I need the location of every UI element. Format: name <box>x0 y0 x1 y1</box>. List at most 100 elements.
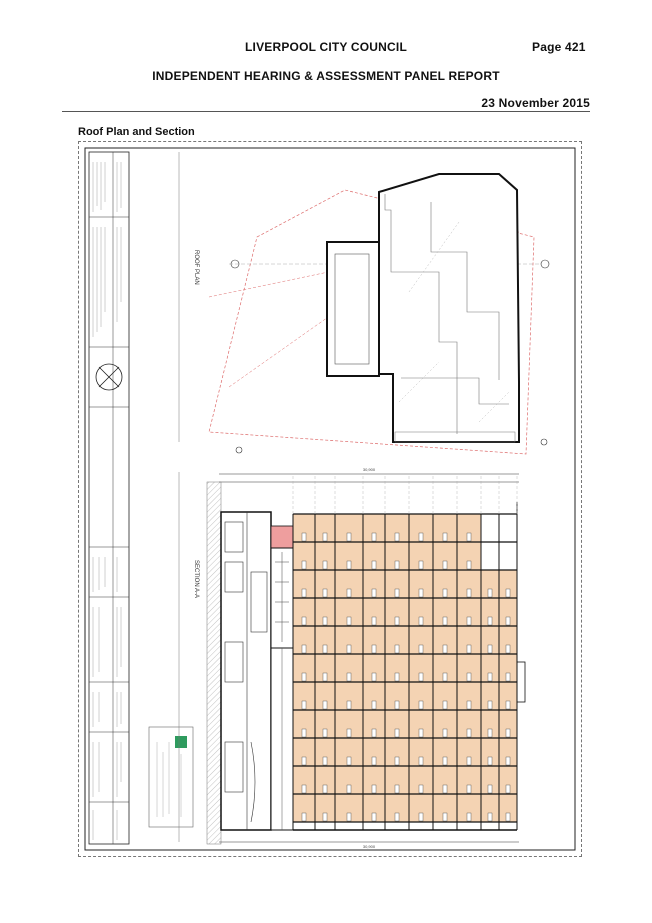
door <box>322 560 328 570</box>
door <box>487 812 493 822</box>
door <box>346 616 352 626</box>
door <box>301 644 307 654</box>
roof-block-main <box>378 173 520 443</box>
door <box>394 756 400 766</box>
door <box>505 700 511 710</box>
door <box>301 532 307 542</box>
door <box>442 784 448 794</box>
door <box>322 672 328 682</box>
door <box>505 756 511 766</box>
door <box>301 756 307 766</box>
door <box>418 532 424 542</box>
door <box>418 644 424 654</box>
door <box>301 728 307 738</box>
door <box>487 784 493 794</box>
door <box>322 588 328 598</box>
door <box>346 784 352 794</box>
door <box>371 812 377 822</box>
door <box>418 700 424 710</box>
basement-core <box>220 511 272 831</box>
figure-caption: Roof Plan and Section <box>78 126 195 138</box>
door <box>371 616 377 626</box>
door <box>394 672 400 682</box>
door <box>301 616 307 626</box>
door <box>371 588 377 598</box>
header-rule <box>62 111 590 112</box>
door <box>505 812 511 822</box>
door <box>505 784 511 794</box>
door <box>346 560 352 570</box>
door <box>301 812 307 822</box>
section-label: SECTION A-A <box>193 560 199 598</box>
door <box>322 812 328 822</box>
door <box>301 588 307 598</box>
door <box>442 728 448 738</box>
door <box>301 700 307 710</box>
door <box>442 812 448 822</box>
door <box>466 672 472 682</box>
door <box>466 784 472 794</box>
door <box>487 672 493 682</box>
door <box>346 644 352 654</box>
door <box>442 616 448 626</box>
bottom-dimension: 30,900 <box>363 844 376 849</box>
door <box>346 672 352 682</box>
door <box>466 756 472 766</box>
door <box>394 532 400 542</box>
door <box>394 812 400 822</box>
door <box>466 532 472 542</box>
door <box>346 588 352 598</box>
door <box>466 588 472 598</box>
ground-hatch <box>206 481 222 845</box>
door <box>505 588 511 598</box>
architect-logo-stamp <box>148 726 194 828</box>
door <box>322 532 328 542</box>
door <box>371 644 377 654</box>
title-block <box>88 151 130 845</box>
door <box>442 756 448 766</box>
door <box>394 616 400 626</box>
logo-icon <box>175 736 187 748</box>
door <box>346 756 352 766</box>
door <box>487 700 493 710</box>
door <box>346 532 352 542</box>
door <box>442 588 448 598</box>
door <box>505 644 511 654</box>
door <box>505 728 511 738</box>
door <box>505 616 511 626</box>
door <box>322 616 328 626</box>
door <box>418 672 424 682</box>
door <box>418 728 424 738</box>
door <box>418 784 424 794</box>
door <box>371 700 377 710</box>
north-point-icon <box>95 363 123 391</box>
drawing-border <box>84 147 576 851</box>
top-dimension: 30,900 <box>363 467 376 472</box>
drawing-sheet: ROOF PLAN SECTION A-A <box>78 141 582 857</box>
door <box>487 756 493 766</box>
door <box>394 644 400 654</box>
door <box>371 728 377 738</box>
roof-block-west <box>326 241 380 377</box>
door <box>322 756 328 766</box>
door <box>394 560 400 570</box>
door <box>394 700 400 710</box>
door <box>442 672 448 682</box>
door <box>394 728 400 738</box>
highlighted-unit <box>270 525 294 549</box>
door <box>301 784 307 794</box>
door <box>466 560 472 570</box>
door <box>487 588 493 598</box>
roof-plan <box>208 173 550 455</box>
door <box>371 532 377 542</box>
door <box>322 784 328 794</box>
door <box>371 672 377 682</box>
door <box>418 812 424 822</box>
door <box>418 616 424 626</box>
page-number: Page 421 <box>532 40 586 54</box>
section-marker-icon <box>540 259 550 269</box>
section-a-a: 30,900 <box>206 467 526 849</box>
door <box>487 616 493 626</box>
door <box>346 700 352 710</box>
door <box>466 728 472 738</box>
